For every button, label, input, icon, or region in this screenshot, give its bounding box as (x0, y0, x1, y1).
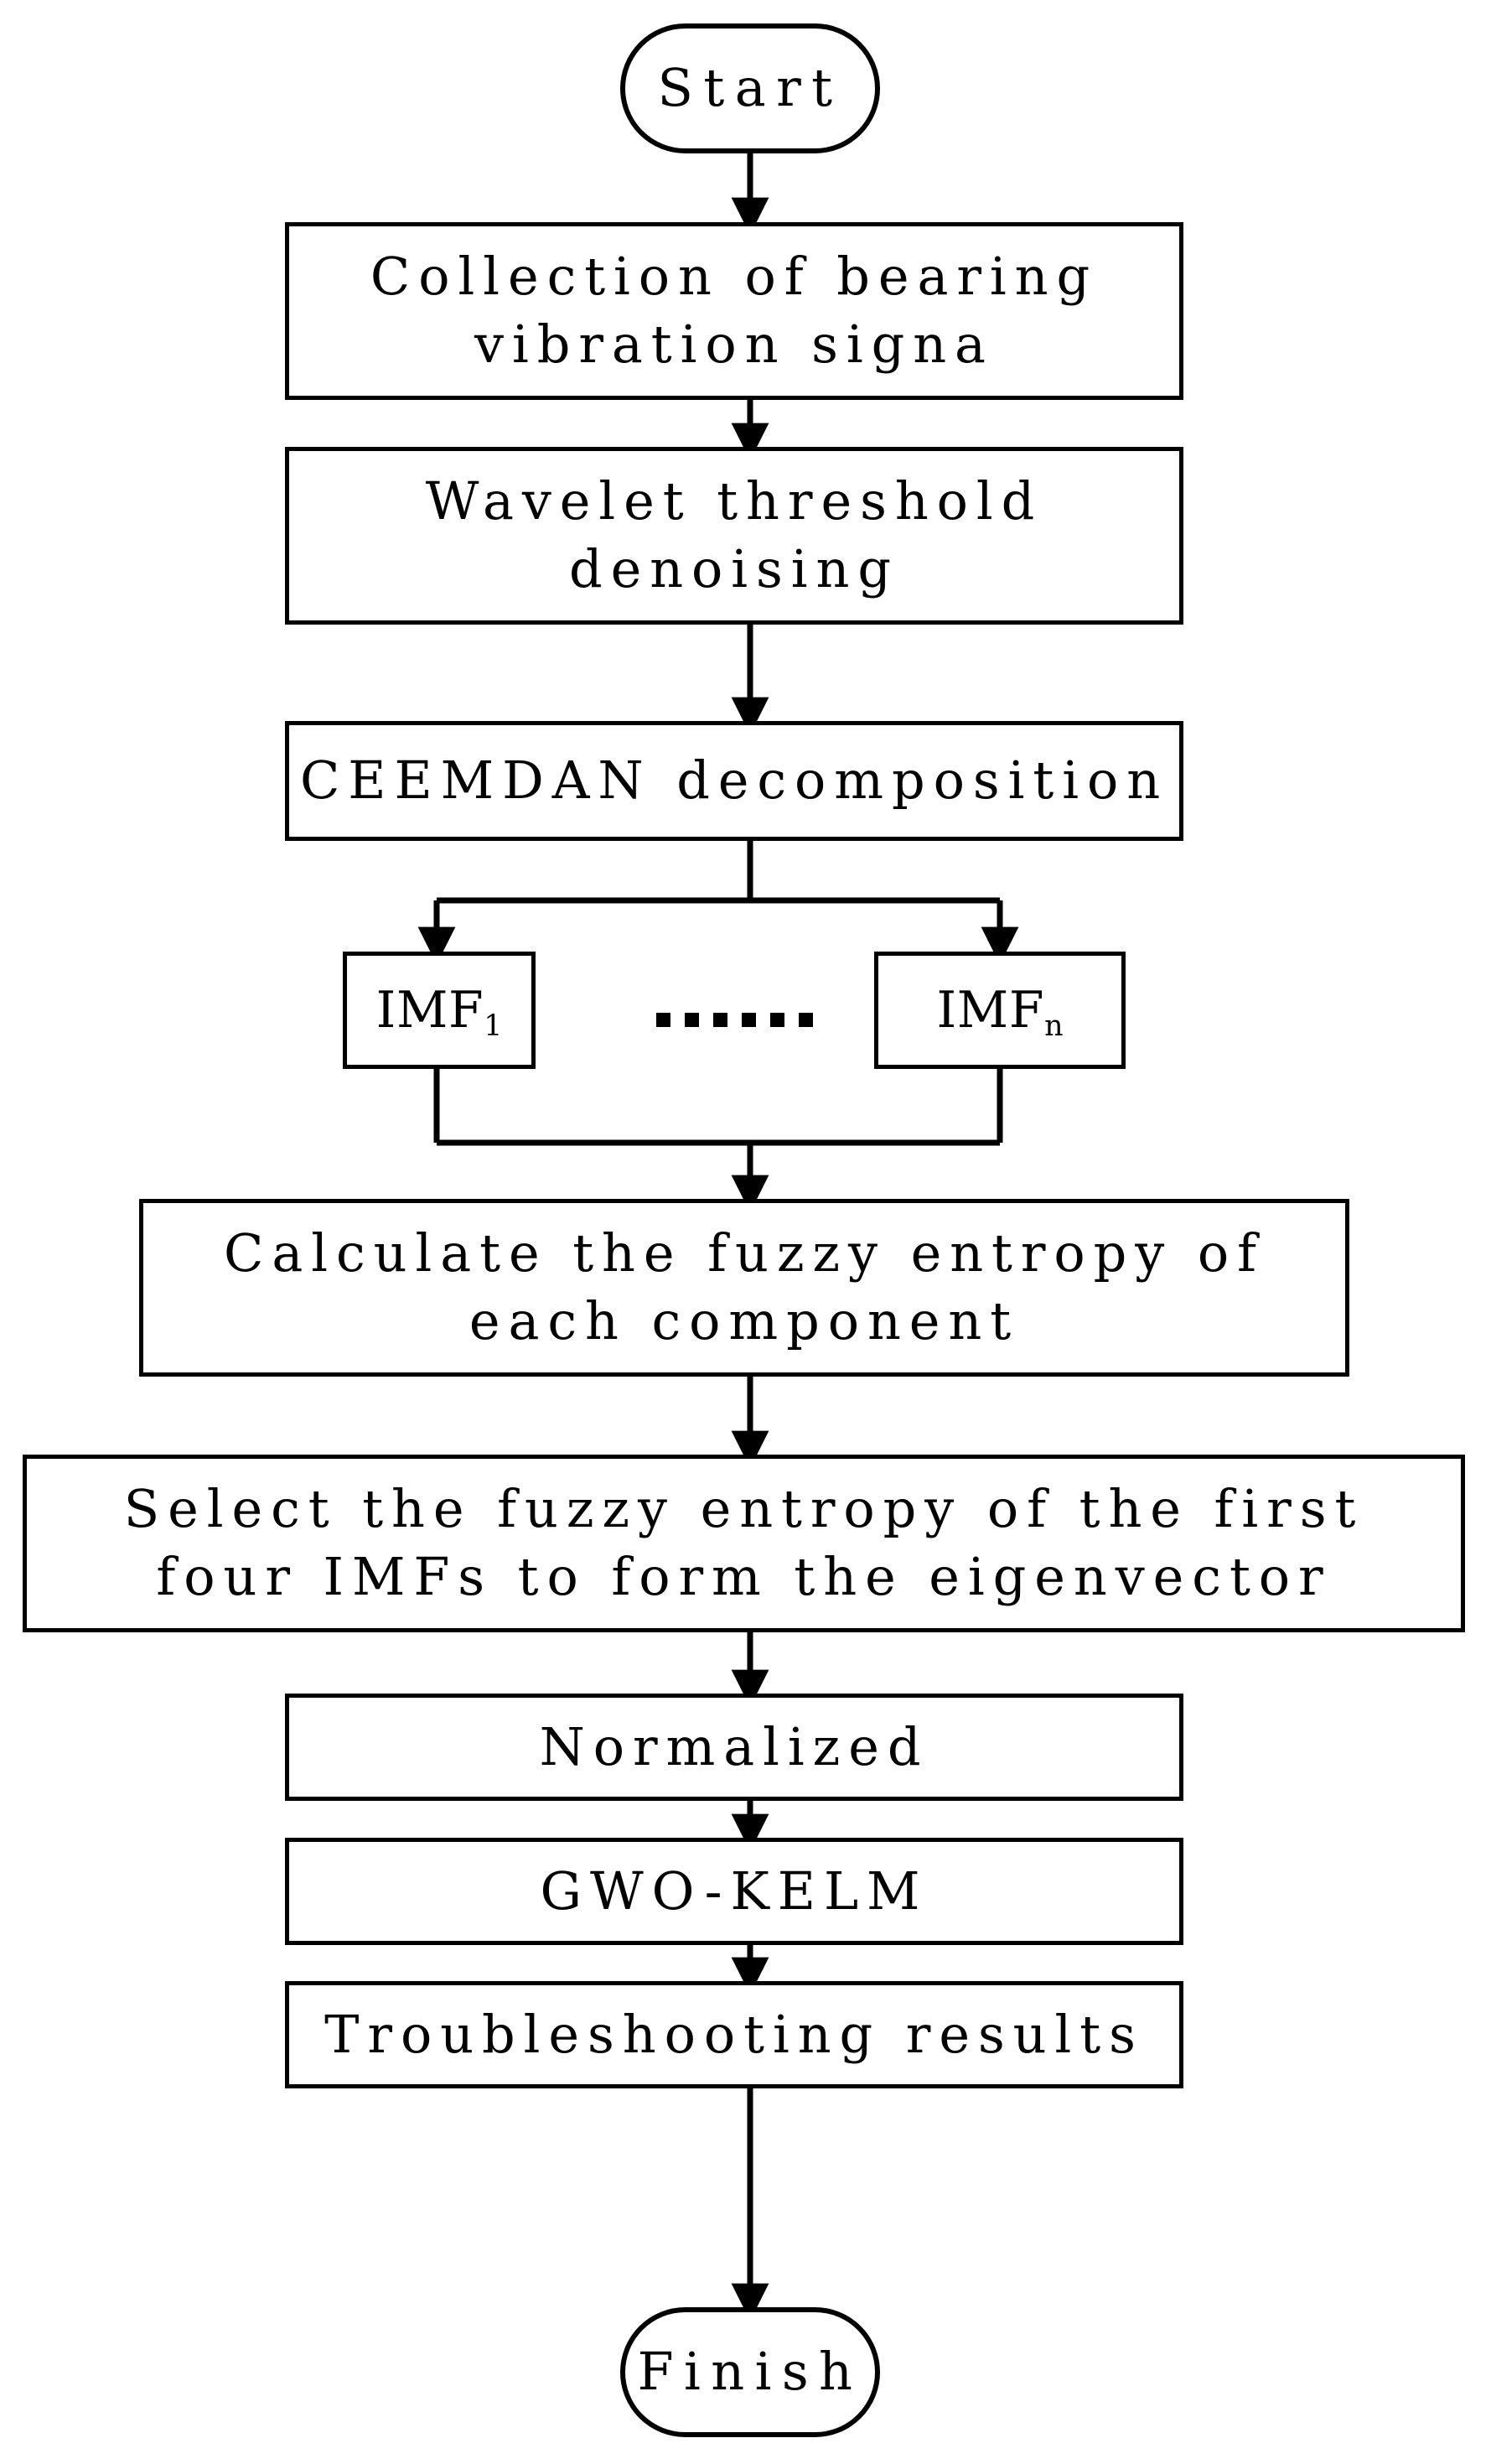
node-wavelet-threshold-denoising[interactable]: Wavelet threshold denoising (285, 447, 1183, 625)
ellipsis-dot (742, 1013, 756, 1027)
node-ceemdan-decomposition[interactable]: CEEMDAN decomposition (285, 721, 1183, 841)
imf-ellipsis (656, 1013, 813, 1027)
ellipsis-dot (685, 1013, 699, 1027)
node-start-label: Start (657, 57, 843, 119)
node-select-label: Select the fuzzy entropy of the first fo… (123, 1478, 1364, 1607)
node-imfn-subscript: n (1044, 1009, 1064, 1044)
ellipsis-dot (770, 1013, 784, 1027)
node-start[interactable]: Start (620, 23, 880, 153)
node-fuzzy-label: Calculate the fuzzy entropy of each comp… (224, 1222, 1265, 1351)
node-calculate-fuzzy-entropy[interactable]: Calculate the fuzzy entropy of each comp… (139, 1199, 1349, 1377)
node-imf-first[interactable]: IMF1 (343, 952, 536, 1069)
node-collection-label: Collection of bearing vibration signa (370, 246, 1099, 375)
ellipsis-dot (713, 1013, 727, 1027)
node-ceemdan-label: CEEMDAN decomposition (299, 750, 1169, 812)
node-imf1-base: IMF (375, 981, 484, 1040)
node-gwokelm-label: GWO-KELM (540, 1860, 929, 1922)
ellipsis-dot (656, 1013, 670, 1027)
node-denoise-label: Wavelet threshold denoising (425, 470, 1043, 599)
ellipsis-dot (799, 1013, 813, 1027)
node-imf1-label: IMF1 (347, 978, 531, 1043)
node-imfn-label: IMFn (878, 978, 1121, 1043)
node-normalized-label: Normalized (539, 1715, 929, 1777)
node-normalized[interactable]: Normalized (285, 1694, 1183, 1801)
node-troubleshooting-results[interactable]: Troubleshooting results (285, 1981, 1183, 2088)
node-collection-of-bearing-vibration-signal[interactable]: Collection of bearing vibration signa (285, 222, 1183, 400)
node-imf1-subscript: 1 (484, 1009, 503, 1044)
node-finish[interactable]: Finish (620, 2307, 880, 2437)
node-results-label: Troubleshooting results (324, 2003, 1144, 2065)
node-imfn-base: IMF (936, 981, 1045, 1040)
node-finish-label: Finish (637, 2341, 863, 2403)
node-imf-nth[interactable]: IMFn (874, 952, 1126, 1069)
node-gwo-kelm[interactable]: GWO-KELM (285, 1838, 1183, 1945)
node-select-fuzzy-entropy-eigenvector[interactable]: Select the fuzzy entropy of the first fo… (23, 1455, 1465, 1632)
